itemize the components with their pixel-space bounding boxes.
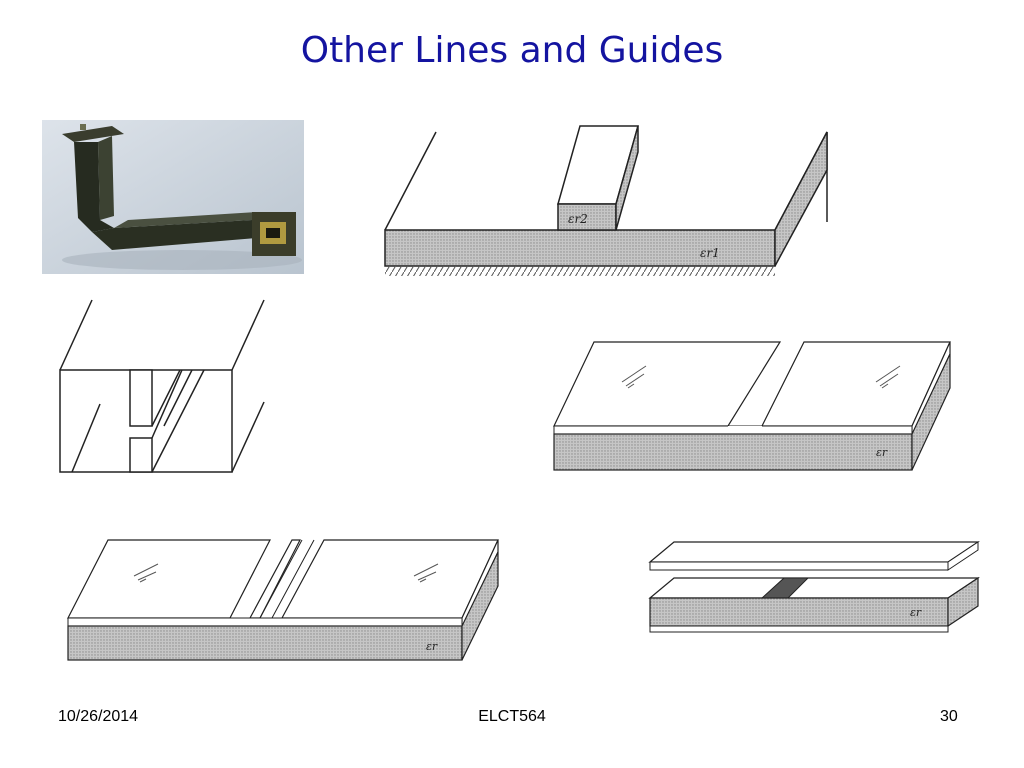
covered-microstrip-figure: εr — [648, 541, 980, 633]
epsilon-r-label: εr — [426, 640, 438, 653]
epsilon-r-label: εr — [910, 606, 922, 619]
ridge-waveguide-figure — [59, 299, 265, 473]
epsilon-r2-label: εr2 — [568, 212, 588, 226]
footer-date: 10/26/2014 — [58, 708, 139, 725]
coplanar-waveguide-figure: εr — [67, 539, 499, 661]
footer-course: ELCT564 — [478, 708, 546, 725]
waveguide-photo — [42, 120, 304, 274]
dielectric-guide-figure: εr2 εr1 — [384, 125, 828, 276]
slide-title: Other Lines and Guides — [300, 30, 724, 71]
slotline-figure: εr — [553, 341, 951, 471]
epsilon-r1-label: εr1 — [700, 246, 720, 260]
footer-page-number: 30 — [940, 708, 958, 725]
epsilon-r-label: εr — [876, 446, 888, 459]
